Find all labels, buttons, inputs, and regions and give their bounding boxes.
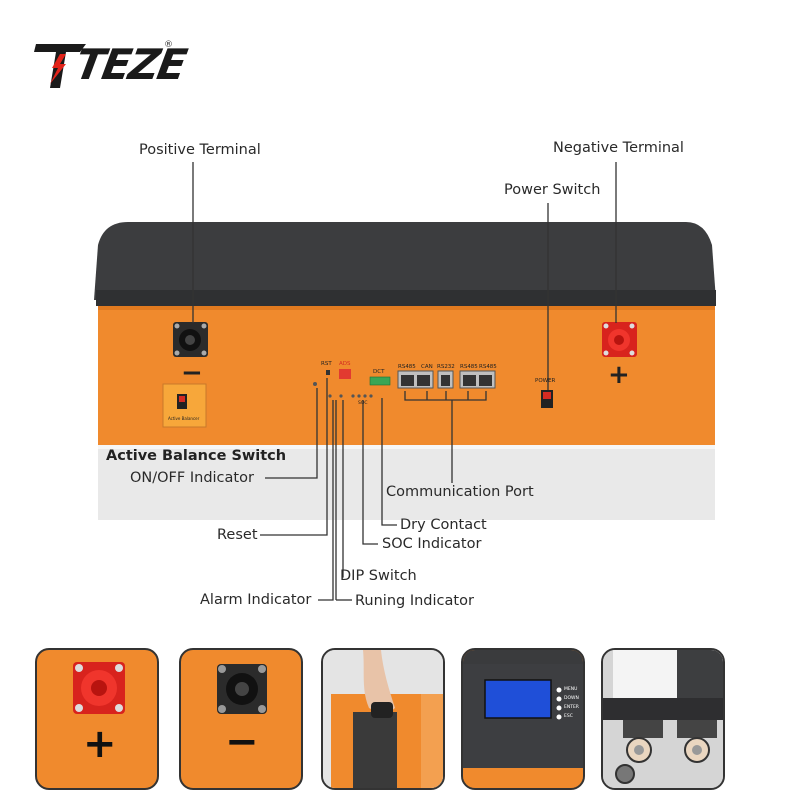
soc-label: SOC xyxy=(358,401,368,406)
battery-diagram xyxy=(94,162,716,601)
logo-bolt-icon xyxy=(34,44,86,88)
left-terminal xyxy=(173,322,208,357)
label-dry-contact: Dry Contact xyxy=(400,517,487,533)
menu-button-label: MENU xyxy=(564,687,578,692)
thumb-handle xyxy=(321,648,445,790)
rst-label: RST xyxy=(321,361,332,367)
label-soc-indicator: SOC Indicator xyxy=(382,536,482,552)
plus-sign: + xyxy=(608,360,630,390)
port-rs485-label: RS485 xyxy=(398,364,416,370)
right-terminal xyxy=(602,322,637,357)
thumb-plus-sign: + xyxy=(83,721,117,767)
label-communication-port: Communication Port xyxy=(386,484,534,500)
dct-label: DCT xyxy=(373,369,385,375)
label-dip-switch: DIP Switch xyxy=(340,568,417,584)
brand-logo: TEZE xyxy=(30,36,189,92)
enter-button-label: ENTER xyxy=(564,705,579,710)
thumb-wheels xyxy=(601,648,725,790)
label-reset: Reset xyxy=(217,527,258,543)
label-alarm-indicator: Alarm Indicator xyxy=(200,592,312,608)
port-rs485-3-label: RS485 xyxy=(479,364,497,370)
registered-mark: ® xyxy=(164,40,173,50)
thumb-minus-sign: − xyxy=(225,719,259,765)
port-rs232-label: RS232 xyxy=(437,364,455,370)
label-on-off-indicator: ON/OFF Indicator xyxy=(130,470,254,486)
thumb-display: MENU DOWN ENTER ESC xyxy=(461,648,585,790)
ads-label: ADS xyxy=(339,361,351,367)
label-active-balance-switch: Active Balance Switch xyxy=(106,448,287,464)
battery-lid xyxy=(94,222,716,300)
lcd-screen xyxy=(484,679,552,719)
thumb-negative-terminal: − xyxy=(179,648,303,790)
caster-wheels-icon xyxy=(603,650,723,788)
hand-handle-icon xyxy=(323,650,443,788)
port-can-label: CAN xyxy=(421,364,433,370)
battery-base xyxy=(98,443,715,520)
power-label: POWER xyxy=(535,378,556,384)
down-button-label: DOWN xyxy=(564,696,579,701)
minus-sign: − xyxy=(181,358,203,388)
port-rs485-2-label: RS485 xyxy=(460,364,478,370)
label-positive-terminal: Positive Terminal xyxy=(139,142,261,158)
esc-button-label: ESC xyxy=(564,714,573,719)
label-running-indicator: Runing Indicator xyxy=(355,593,474,609)
balancer-label: Active Balancer xyxy=(168,416,200,421)
label-power-switch: Power Switch xyxy=(504,182,601,198)
thumb-positive-terminal: + xyxy=(35,648,159,790)
label-negative-terminal: Negative Terminal xyxy=(553,140,684,156)
